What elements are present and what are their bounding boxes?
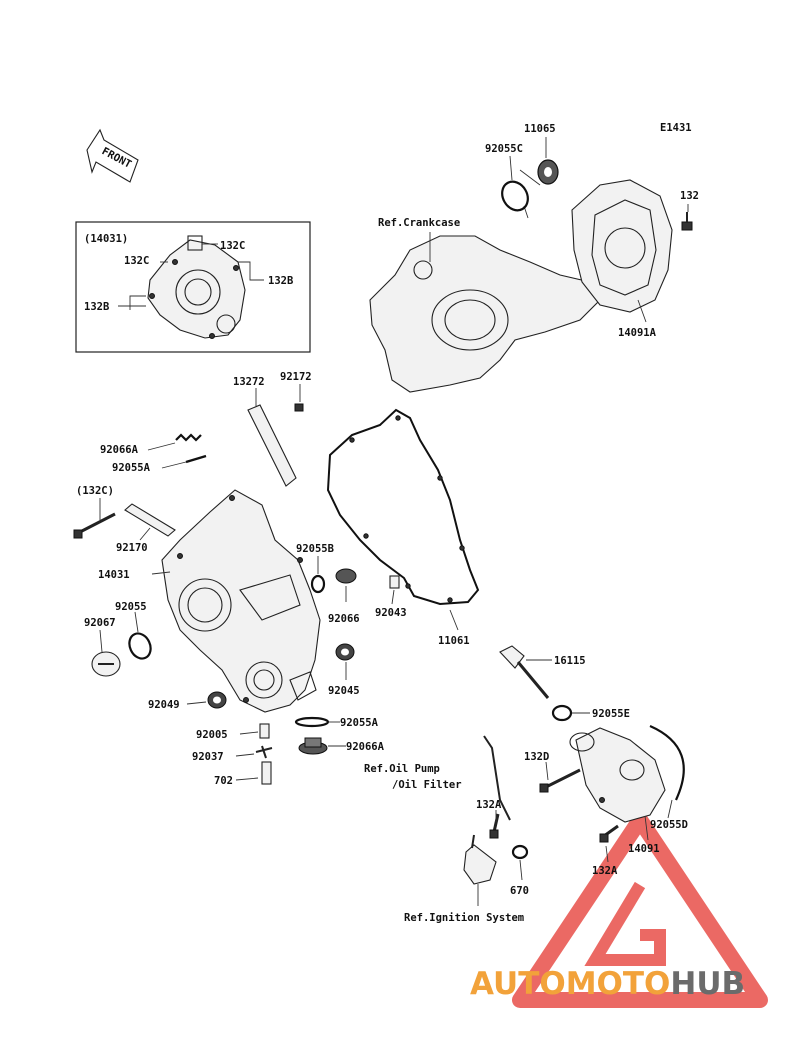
label-92066a-bottom: 92066A [346,741,385,753]
clip-92037: 92037 [192,745,273,763]
watermark-text: AUTOMOTOHUB [470,966,745,1002]
label-92066a-top: 92066A [100,444,139,456]
lever-92170: 92170 [116,503,176,554]
ignition-sensor: Ref.Ignition System [404,834,524,924]
plate-14091a: 14091A [571,179,673,339]
seal-92045: 92045 [328,643,360,697]
label-670: 670 [510,885,529,897]
label-132c-paren: (132C) [76,485,114,497]
label-92055c: 92055C [485,143,523,155]
label-132a-2: 132A [592,865,618,877]
label-14091a: 14091A [618,327,657,339]
cover-14031: 14031 [98,489,321,713]
inset-box: (14031) 132C 132C 132B 132B [75,221,311,353]
o-ring-92055a-bottom: 92055A [294,716,379,729]
o-ring-92055a-top: 92055A [112,454,207,474]
label-13272: 13272 [233,376,265,388]
label-92037: 92037 [192,751,224,763]
label-11065: 11065 [524,123,556,135]
label-14091: 14091 [628,843,660,855]
label-16115: 16115 [554,655,586,667]
label-92172: 92172 [280,371,312,383]
label-702: 702 [214,775,233,787]
plug-92067: 92067 [84,617,121,677]
label-92043: 92043 [375,607,407,619]
inset-label-132b-2: 132B [84,301,109,313]
label-92045: 92045 [328,685,360,697]
o-ring-92055e: 92055E [551,704,630,722]
dipstick-16115: 16115 [499,645,586,699]
pin-92005: 92005 [196,723,270,741]
label-92067: 92067 [84,617,116,629]
label-92066: 92066 [328,613,360,625]
spring-92066a-top: 92066A [100,433,202,456]
label-92049: 92049 [148,699,180,711]
label-92055b: 92055B [296,543,334,555]
diagram-code: E1431 [660,122,692,134]
label-132: 132 [680,190,699,202]
label-14031: 14031 [98,569,130,581]
bolt-132: 132 [680,190,699,231]
inset-label-132c-1: 132C [220,240,245,252]
o-ring-92055b: 92055B [296,543,334,594]
inset-label-132c-2: 132C [124,255,149,267]
o-ring-92055c: 92055C [485,143,529,212]
seal-92049: 92049 [148,691,227,711]
watermark-text-1: AUTOMOTO [470,966,670,1002]
oil-seal-11065: 11065 [524,123,559,185]
o-ring-670: 670 [510,844,529,897]
label-92055a-bottom: 92055A [340,717,379,729]
ref-oil-pump: Ref.Oil Pump [364,763,440,775]
watermark-logo [512,812,768,1008]
ref-crankcase: Ref.Crankcase [378,217,460,229]
watermark-text-2: HUB [670,966,745,1002]
label-92055e: 92055E [592,708,630,720]
bracket-13272: 13272 [233,376,297,487]
svg-text:AUTOMOTOHUB: AUTOMOTOHUB [470,966,745,1002]
label-92005: 92005 [196,729,228,741]
crankcase-drawing: Ref.Crankcase [369,169,601,393]
oil-pump-pipe: Ref.Oil Pump /Oil Filter [364,735,511,821]
bolt-92172: 92172 [280,371,312,412]
ref-oil-filter: /Oil Filter [392,779,462,791]
dowel-92043: 92043 [375,575,407,619]
spring-92066a-bottom: 92066A [298,737,385,755]
cap-92066: 92066 [328,568,360,625]
label-92170: 92170 [116,542,148,554]
label-11061: 11061 [438,635,470,647]
ref-ignition-system: Ref.Ignition System [404,912,524,924]
bolt-132a-2: 132A [592,824,619,877]
front-arrow-icon: FRONT [86,128,139,183]
bolt-132d: 132D [524,751,581,793]
inset-title: (14031) [84,233,128,245]
inset-label-132b-1: 132B [268,275,293,287]
o-ring-92055: 92055 [115,601,152,660]
gasket-11061: 11061 [326,408,480,647]
bolt-132a-1: 132A [476,799,502,839]
label-92055a-top: 92055A [112,462,151,474]
label-132a-1: 132A [476,799,502,811]
bolt-132c: (132C) [73,485,116,539]
shaft-702: 702 [214,761,272,787]
cover-14091: 14091 [569,727,666,855]
o-ring-92055d: 92055D [649,724,688,831]
label-92055d: 92055D [650,819,688,831]
label-92055: 92055 [115,601,147,613]
label-132d: 132D [524,751,549,763]
